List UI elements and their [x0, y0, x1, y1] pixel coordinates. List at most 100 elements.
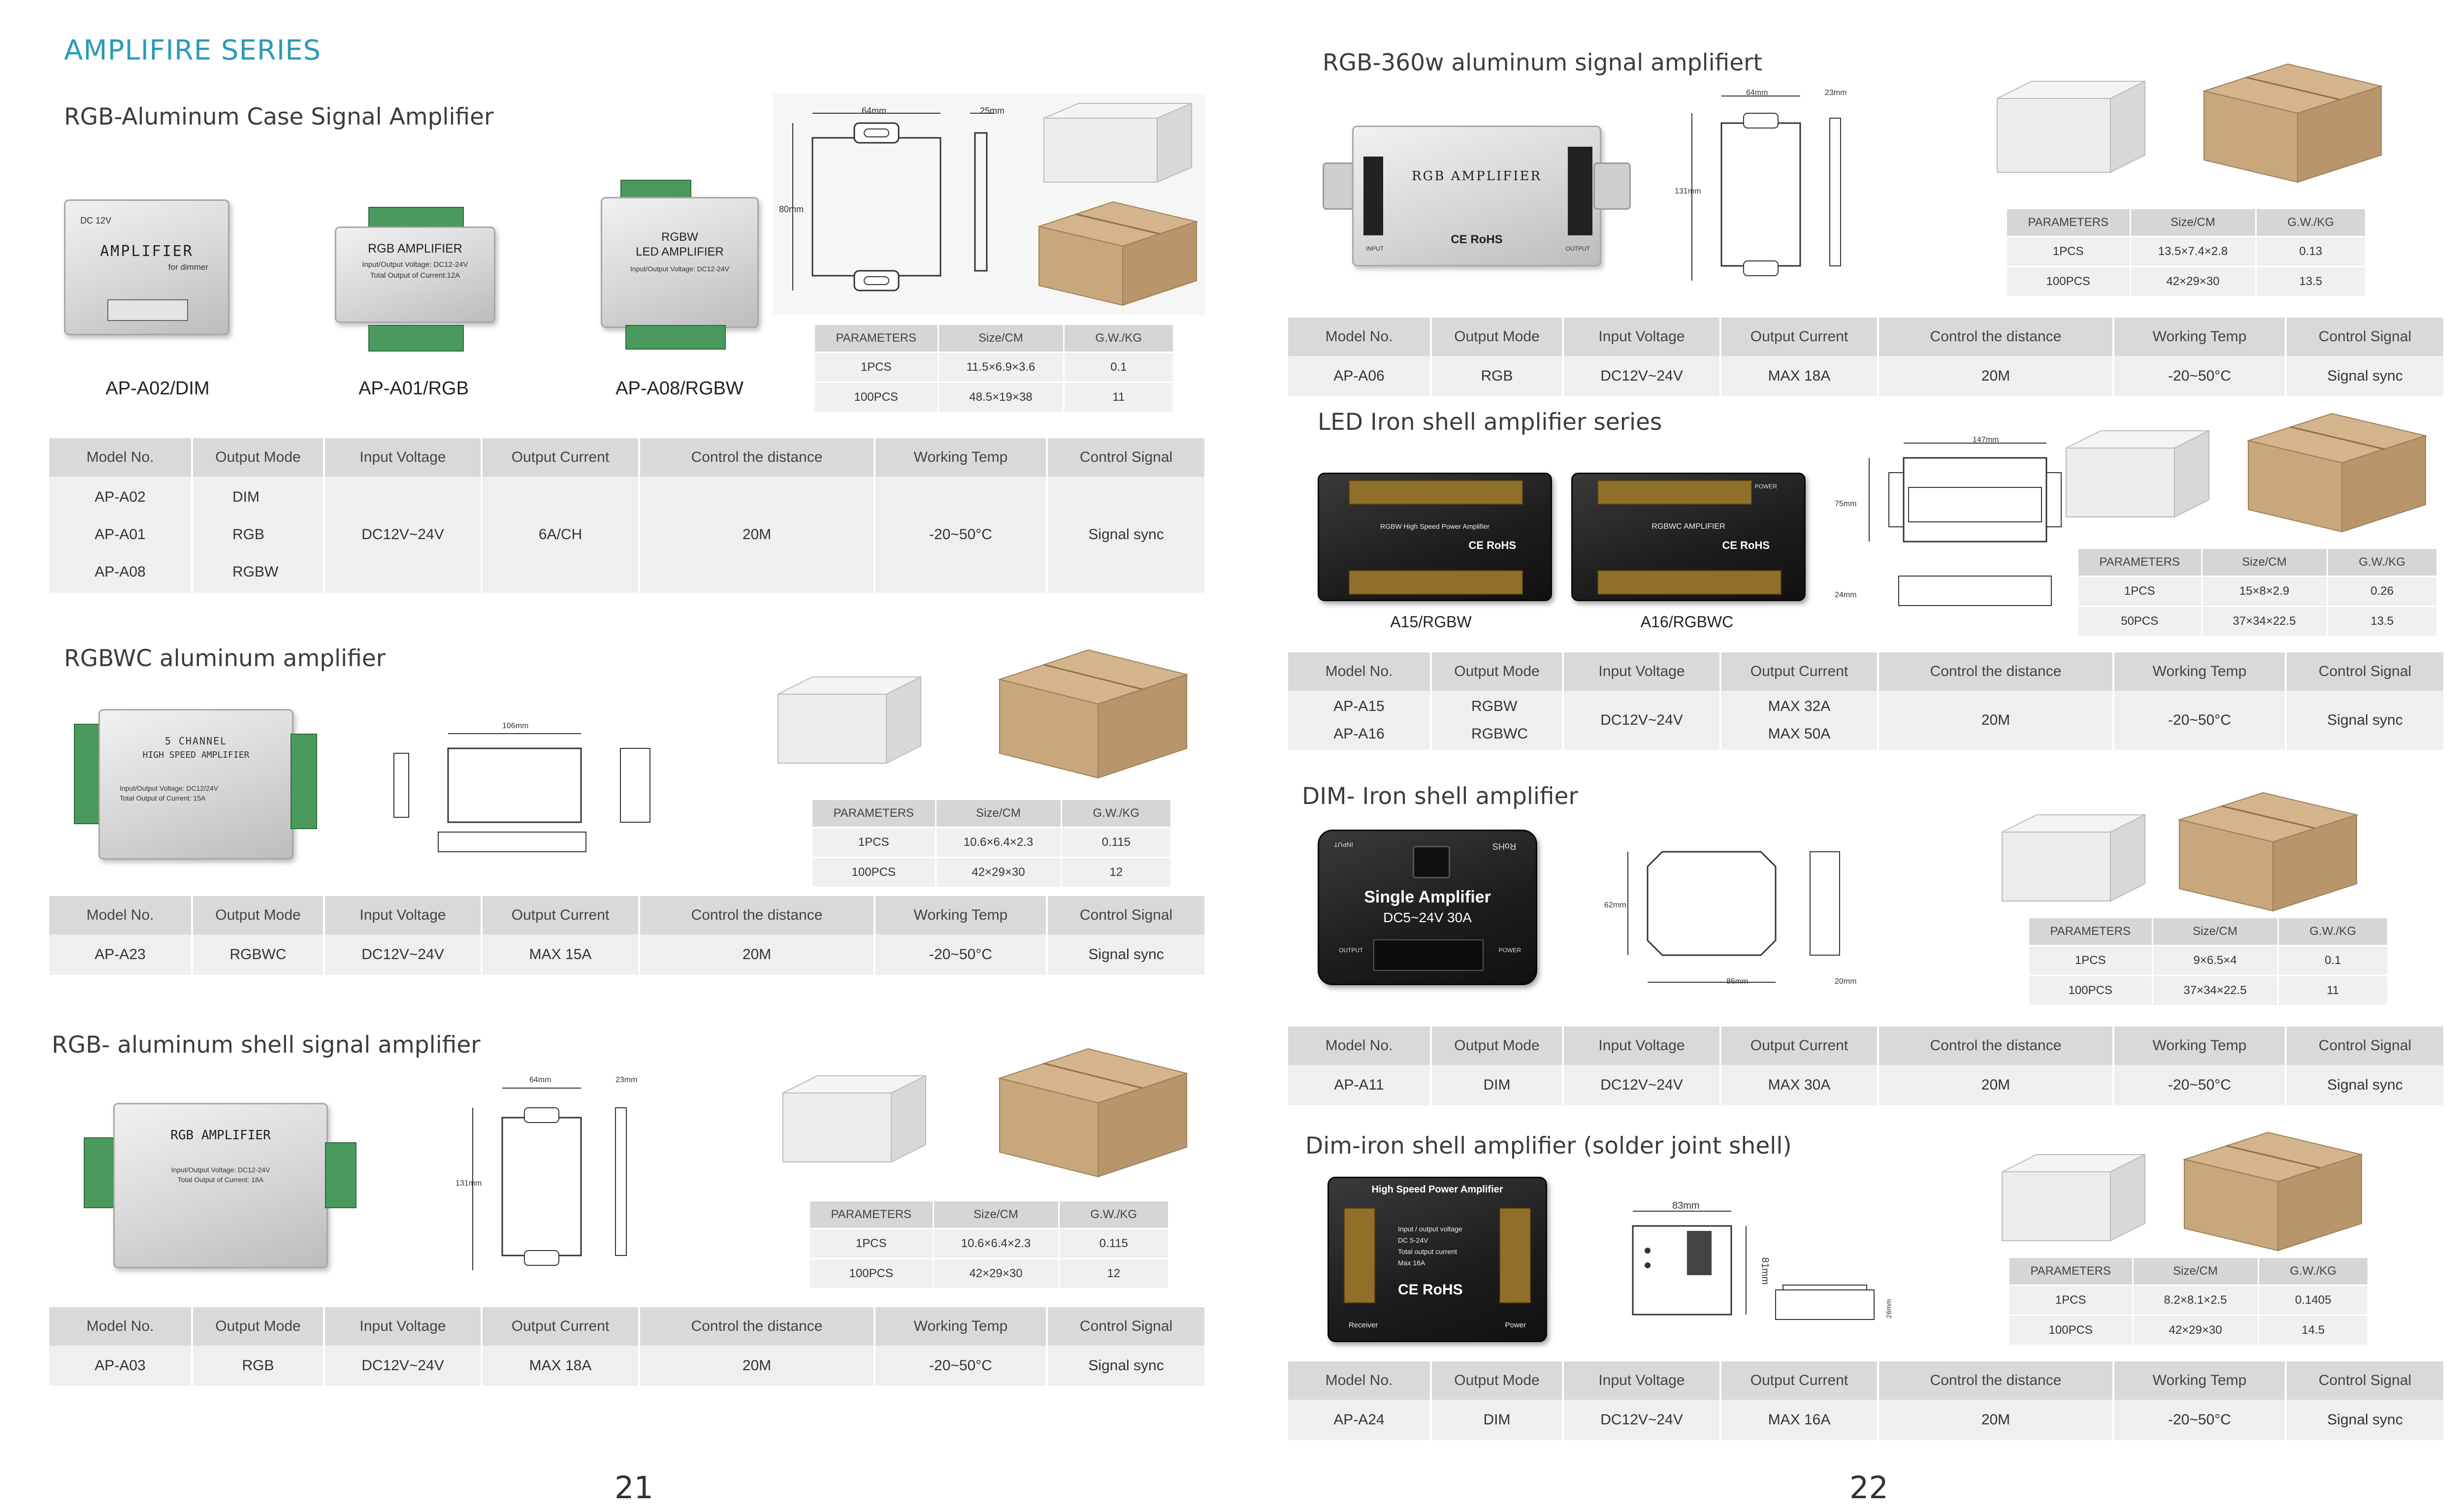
terminal-block [107, 299, 188, 321]
series-title: AMPLIFIRE SERIES [64, 34, 322, 66]
carton-box [2202, 63, 2383, 183]
ce-rohs-mark: CE RoHS [1468, 539, 1516, 551]
param-cell: 1PCS [2078, 576, 2203, 607]
col-header: Model No. [49, 438, 193, 477]
output-mode: RGBWC [1471, 726, 1528, 742]
parameters-table: PARAMETERS Size/CM G.W./KG 1PCS 9×6.5×4 … [2029, 918, 2387, 1005]
carton-box [998, 649, 1189, 779]
control-distance: 20M [639, 934, 875, 975]
dim-width: 86mm [1726, 977, 1749, 986]
output-mode: RGBWC [192, 934, 325, 975]
dim-width: 147mm [1973, 436, 1999, 444]
technical-drawing [1869, 443, 2062, 606]
dim-width: 83mm [1672, 1200, 1700, 1211]
spec-table: Model No. Output Mode Input Voltage Outp… [1288, 1027, 2443, 1105]
param-header: Size/CM [2202, 549, 2328, 577]
dim-width: 64mm [529, 1076, 551, 1084]
model-no: AP-A08 [95, 564, 146, 580]
single-package-box [777, 676, 921, 764]
dim-width: 64mm [862, 106, 887, 116]
col-header: Control Signal [2286, 1361, 2443, 1400]
param-cell: 37×34×22.5 [2202, 606, 2328, 636]
param-header: G.W./KG [2327, 549, 2436, 577]
col-header: Output Current [1720, 1361, 1879, 1400]
single-package-box [1043, 102, 1192, 183]
single-package-box [2066, 430, 2209, 518]
param-header: G.W./KG [2278, 918, 2387, 946]
carton-box [2182, 1131, 2364, 1252]
col-header: Model No. [49, 1307, 193, 1346]
col-header: Working Temp [2113, 652, 2287, 691]
dim-width: 64mm [1746, 89, 1768, 97]
dim-height: 62mm [1604, 901, 1626, 909]
spec-table: Model No. Output Mode Input Voltage Outp… [1288, 652, 2443, 750]
device-input-label: INPUT [1366, 245, 1384, 252]
control-distance: 20M [1878, 1400, 2114, 1440]
input-voltage: DC12V~24V [324, 477, 483, 593]
input-voltage: DC12V~24V [324, 1346, 483, 1386]
model-no: AP-A06 [1288, 356, 1432, 396]
spec-table: Model No. Output Mode Input Voltage Outp… [49, 896, 1204, 975]
single-package-box [1997, 80, 2145, 173]
param-cell: 0.1 [2278, 945, 2387, 976]
col-header: Model No. [1288, 652, 1432, 691]
control-signal: Signal sync [2286, 691, 2443, 750]
output-mode: RGB [232, 526, 265, 543]
device-label-sub: DC5~24V 30A [1383, 910, 1472, 925]
param-cell: 13.5 [2256, 266, 2365, 296]
product-image-ap-a08: RGBW LED AMPLIFIER Input/Output Voltage:… [601, 197, 759, 328]
parameters-table: PARAMETERS Size/CM G.W./KG 1PCS 10.6×6.4… [810, 1201, 1168, 1288]
model-no: AP-A01 [95, 526, 146, 543]
green-terminal-bottom [625, 325, 726, 350]
terminal-strip [1597, 480, 1752, 505]
ce-rohs-mark: CE RoHS [1722, 539, 1770, 551]
param-cell: 50PCS [2078, 606, 2203, 636]
param-header: Size/CM [2130, 209, 2257, 237]
param-cell: 42×29×30 [936, 857, 1062, 887]
working-temp: -20~50°C [875, 934, 1048, 975]
technical-drawing [1627, 851, 1840, 983]
output-current: MAX 30A [1720, 1065, 1879, 1105]
col-header: Control the distance [1878, 1027, 2114, 1065]
spec-table: Model No. Output Mode Input Voltage Outp… [1288, 1361, 2443, 1440]
col-header: Control the distance [1878, 1361, 2114, 1400]
dim-depth: 25mm [980, 106, 1005, 116]
model-no: AP-A03 [49, 1346, 193, 1386]
col-header: Model No. [1288, 318, 1432, 356]
model-cell: AP-A02 AP-A01 AP-A08 [49, 477, 193, 593]
section-title: RGBWC aluminum amplifier [64, 645, 386, 672]
param-cell: 1PCS [2007, 236, 2131, 267]
param-cell: 1PCS [812, 827, 937, 858]
col-header: Output Current [1720, 318, 1879, 356]
input-voltage: DC12V~24V [1563, 356, 1721, 396]
param-cell: 0.1 [1064, 352, 1173, 383]
control-signal: Signal sync [2286, 1400, 2443, 1440]
col-header: Working Temp [2113, 318, 2287, 356]
col-header: Output Current [1720, 1027, 1879, 1065]
technical-drawing [1632, 1211, 1875, 1320]
control-signal: Signal sync [1047, 1346, 1204, 1386]
power-label: Power [1505, 1321, 1526, 1329]
product-image-a15: RGBW High Speed Power Amplifier CE RoHS [1318, 473, 1552, 601]
col-header: Output Mode [1431, 1361, 1564, 1400]
power-label: POWER [1498, 947, 1521, 954]
param-cell: 100PCS [815, 382, 939, 412]
param-cell: 42×29×30 [2133, 1315, 2259, 1345]
dim-depth: 24mm [1835, 591, 1857, 599]
device-label-sub4: Max 16A [1398, 1259, 1425, 1267]
dim-depth: 26mm [1884, 1299, 1893, 1319]
parameters-table: PARAMETERS Size/CM G.W./KG 1PCS 8.2×8.1×… [2009, 1258, 2367, 1345]
param-cell: 1PCS [2029, 945, 2153, 976]
col-header: Output Mode [1431, 318, 1564, 356]
col-header: Output Current [1720, 652, 1879, 691]
terminal-strip [1499, 1208, 1531, 1303]
param-header: Size/CM [936, 800, 1062, 828]
black-terminal-left [1363, 157, 1383, 235]
param-cell: 11 [2278, 975, 2387, 1005]
param-cell: 11 [1064, 382, 1173, 412]
param-header: PARAMETERS [812, 800, 937, 828]
device-label-sub2: Input/Output Voltage: DC12/24V [120, 784, 219, 792]
col-header: Output Mode [1431, 1027, 1564, 1065]
dim-depth: 23mm [1825, 89, 1847, 97]
parameters-table: PARAMETERS Size/CM G.W./KG 1PCS 13.5×7.4… [2007, 209, 2365, 296]
